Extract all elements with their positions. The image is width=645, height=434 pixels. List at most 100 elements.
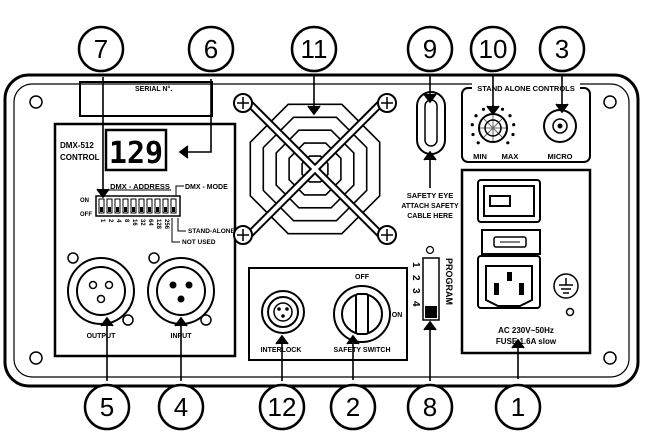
fan-screws: [233, 93, 397, 245]
dip-switch-value: 8: [123, 219, 129, 223]
min-label: MIN: [473, 152, 487, 161]
program-switch-housing[interactable]: [422, 257, 440, 321]
standalone-switch-label: STAND-ALONE: [188, 228, 235, 235]
standalone-controls-title: STAND ALONE CONTROLS: [477, 84, 575, 93]
interlock-module: INTERLOCK OFF ON SAFETY SWITCH: [248, 267, 408, 361]
power-switch[interactable]: [477, 179, 541, 223]
device-outline: [3, 73, 640, 388]
safety-eye-line1: SAFETY EYE: [407, 191, 454, 200]
callout-leaders: [96, 76, 569, 381]
dip-switch[interactable]: [162, 198, 169, 214]
svg-text:9: 9: [423, 34, 437, 64]
interlock-connector[interactable]: [261, 290, 305, 334]
serial-plate-box: [79, 81, 213, 117]
xlr-input-face: [156, 266, 206, 316]
dip-switch[interactable]: [170, 198, 177, 214]
dip-switch[interactable]: [138, 198, 145, 214]
dip-switch-value: 2: [107, 219, 113, 223]
dip-switch-value: 1: [99, 219, 105, 223]
interlock-inner: [267, 296, 299, 328]
dip-switch-lever: [124, 207, 127, 212]
program-switch-slider: [425, 306, 437, 318]
power-switch-indicator: [489, 195, 511, 207]
dmx-title-line1: DMX-512: [60, 141, 94, 150]
scale-dot: [508, 114, 512, 118]
dip-switch[interactable]: [130, 198, 137, 214]
fan-ring: [262, 116, 368, 222]
safety-key-switch[interactable]: [333, 285, 391, 343]
power-inlet[interactable]: [477, 255, 541, 309]
safety-eye-line3: CABLE HERE: [407, 213, 453, 220]
svg-text:5: 5: [100, 392, 114, 422]
fuse-holder[interactable]: [481, 229, 541, 255]
output-label: OUTPUT: [87, 333, 117, 340]
scale-dot: [511, 132, 515, 137]
xlr-output-connector[interactable]: OUTPUT: [67, 252, 135, 340]
dmx-mode-label: DMX - MODE: [185, 184, 228, 191]
speed-knob[interactable]: [478, 113, 508, 143]
address-display-value: 129: [109, 136, 163, 171]
serial-label: SERIAL N°.: [135, 85, 172, 93]
svg-text:4: 4: [174, 392, 188, 422]
scale-dot: [476, 141, 480, 145]
dip-switch-value: 256: [163, 219, 169, 230]
not-used-leader: [171, 218, 180, 243]
dip-switch-value: 32: [139, 219, 145, 226]
program-number: 2: [410, 275, 421, 281]
screw-icon: [148, 252, 160, 264]
micro-label: MICRO: [548, 152, 573, 161]
dip-switch[interactable]: [154, 198, 161, 214]
callout-12: 12: [258, 383, 306, 431]
device-inner-outline: [13, 83, 630, 378]
interlock-module-frame: [248, 267, 408, 361]
leader-6: [184, 79, 212, 153]
screw-icon: [603, 351, 617, 365]
power-inlet-socket: [485, 265, 533, 307]
xlr-output-ring: [67, 257, 135, 325]
standalone-controls: STAND ALONE CONTROLS MIN MAX MICRO: [461, 82, 591, 163]
dip-switch-lever: [172, 207, 175, 212]
program-led: [425, 245, 435, 255]
callout-6: 6: [187, 25, 235, 73]
dip-switch[interactable]: [114, 198, 121, 214]
serial-plate: SERIAL N°.: [79, 81, 213, 117]
dip-switch-lever: [116, 207, 119, 212]
fan-ring: [249, 103, 381, 235]
dip-switch-lever: [164, 207, 167, 212]
screw-icon: [122, 314, 134, 326]
screw-icon: [67, 252, 79, 264]
fan-ring: [275, 129, 355, 209]
dip-switch-lever: [108, 207, 111, 212]
fuse-icon: [493, 236, 527, 248]
dip-on-label: ON: [80, 198, 89, 204]
xlr-output-face: [76, 266, 126, 316]
program-number: 4: [410, 301, 421, 307]
callout-2: 2: [329, 383, 377, 431]
dip-switch-lever: [100, 207, 103, 212]
svg-text:3: 3: [555, 34, 569, 64]
dip-off-label: OFF: [80, 212, 92, 218]
dip-switch[interactable]: [106, 198, 113, 214]
dmx-mode-leader: [175, 185, 184, 198]
dmx-title-line2: CONTROL: [60, 153, 100, 162]
callout-11: 11: [290, 25, 338, 73]
fuse-rating: FUSE 1.6A slow: [496, 337, 557, 346]
svg-text:7: 7: [94, 34, 108, 64]
microphone: [543, 109, 577, 143]
fan-grille: [233, 93, 397, 245]
scale-dot: [470, 123, 474, 127]
power-switch-bezel: [477, 179, 541, 223]
dip-switch[interactable]: [98, 198, 105, 214]
callout-8: 8: [406, 383, 454, 431]
scale-dot: [481, 107, 486, 111]
dmx-address-label: DMX - ADDRESS: [110, 182, 170, 191]
program-number: 1: [410, 262, 421, 268]
dip-switch-value: 128: [155, 219, 161, 230]
dip-switch[interactable]: [146, 198, 153, 214]
dip-switch[interactable]: [122, 198, 129, 214]
power-switch-rocker: [483, 185, 535, 217]
scale-dot: [506, 141, 510, 145]
screw-icon: [565, 307, 575, 317]
